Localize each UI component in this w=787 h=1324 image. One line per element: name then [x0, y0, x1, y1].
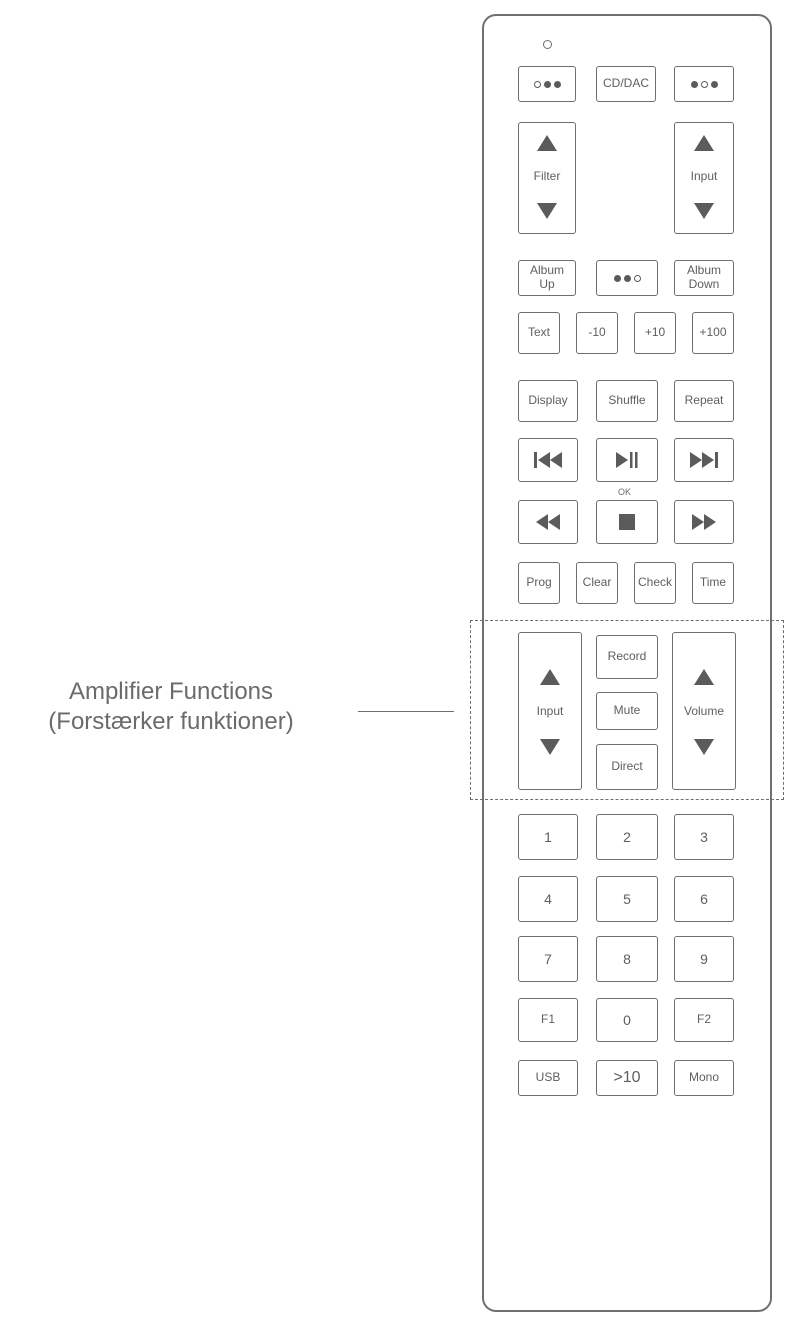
clear-button[interactable]: Clear: [576, 562, 618, 604]
mute-button[interactable]: Mute: [596, 692, 658, 730]
prog-button[interactable]: Prog: [518, 562, 560, 604]
skip-next-icon: [690, 452, 718, 468]
number-0-button[interactable]: 0: [596, 998, 658, 1042]
f2-button[interactable]: F2: [674, 998, 734, 1042]
number-7-button[interactable]: 7: [518, 936, 578, 982]
display-button[interactable]: Display: [518, 380, 578, 422]
play-pause-button[interactable]: [596, 438, 658, 482]
time-button[interactable]: Time: [692, 562, 734, 604]
stop-icon: [619, 514, 635, 530]
dots-on-off-on-icon: [690, 80, 718, 88]
dots-right-button[interactable]: [674, 66, 734, 102]
record-button[interactable]: Record: [596, 635, 658, 679]
amplifier-functions-title: Amplifier Functions: [68, 678, 274, 705]
stop-button[interactable]: [596, 500, 658, 544]
rewind-button[interactable]: [518, 500, 578, 544]
number-2-button[interactable]: 2: [596, 814, 658, 860]
greater-than-10-button[interactable]: >10: [596, 1060, 658, 1096]
album-down-button[interactable]: Album Down: [674, 260, 734, 296]
leader-line: [358, 711, 454, 712]
dots-left-button[interactable]: [518, 66, 576, 102]
check-button[interactable]: Check: [634, 562, 676, 604]
amp-input-up-arrow-icon[interactable]: [540, 669, 560, 685]
filter-up-arrow-icon[interactable]: [537, 135, 557, 151]
volume-rocker[interactable]: Volume: [672, 632, 736, 790]
number-3-button[interactable]: 3: [674, 814, 734, 860]
f1-button[interactable]: F1: [518, 998, 578, 1042]
repeat-button[interactable]: Repeat: [674, 380, 734, 422]
text-button[interactable]: Text: [518, 312, 560, 354]
next-track-button[interactable]: [674, 438, 734, 482]
number-9-button[interactable]: 9: [674, 936, 734, 982]
filter-down-arrow-icon[interactable]: [537, 202, 557, 219]
amplifier-functions-label: Amplifier Functions (Forstærker funktion…: [0, 677, 342, 737]
usb-button[interactable]: USB: [518, 1060, 578, 1096]
skip-previous-icon: [534, 452, 562, 468]
filter-rocker[interactable]: Filter: [518, 122, 576, 234]
remote-body: [482, 14, 772, 1312]
input-source-rocker[interactable]: Input: [674, 122, 734, 234]
number-5-button[interactable]: 5: [596, 876, 658, 922]
number-8-button[interactable]: 8: [596, 936, 658, 982]
dots-on-on-off-icon: [613, 274, 641, 282]
filter-label: Filter: [533, 169, 561, 184]
volume-up-arrow-icon[interactable]: [694, 669, 714, 685]
cd-dac-button[interactable]: CD/DAC: [596, 66, 656, 102]
input-source-label: Input: [690, 169, 718, 184]
album-up-button[interactable]: Album Up: [518, 260, 576, 296]
mono-button[interactable]: Mono: [674, 1060, 734, 1096]
dots-middle-button[interactable]: [596, 260, 658, 296]
ok-label: OK: [618, 487, 632, 497]
play-pause-icon: [616, 452, 638, 468]
shuffle-button[interactable]: Shuffle: [596, 380, 658, 422]
fast-forward-icon: [692, 514, 716, 530]
volume-down-arrow-icon[interactable]: [694, 738, 714, 755]
minus-10-button[interactable]: -10: [576, 312, 618, 354]
plus-10-button[interactable]: +10: [634, 312, 676, 354]
plus-100-button[interactable]: +100: [692, 312, 734, 354]
number-4-button[interactable]: 4: [518, 876, 578, 922]
direct-button[interactable]: Direct: [596, 744, 658, 790]
dots-off-on-on-icon: [533, 80, 561, 88]
amplifier-functions-subtitle: (Forstærker funktioner): [48, 708, 294, 735]
volume-label: Volume: [683, 704, 725, 719]
fast-forward-button[interactable]: [674, 500, 734, 544]
input-down-arrow-icon[interactable]: [694, 202, 714, 219]
previous-track-button[interactable]: [518, 438, 578, 482]
ir-led-indicator: [543, 40, 552, 49]
amp-input-rocker[interactable]: Input: [518, 632, 582, 790]
number-6-button[interactable]: 6: [674, 876, 734, 922]
amp-input-label: Input: [536, 704, 564, 719]
amp-input-down-arrow-icon[interactable]: [540, 738, 560, 755]
number-1-button[interactable]: 1: [518, 814, 578, 860]
amplifier-functions-region: [470, 620, 784, 800]
rewind-icon: [536, 514, 560, 530]
input-up-arrow-icon[interactable]: [694, 135, 714, 151]
